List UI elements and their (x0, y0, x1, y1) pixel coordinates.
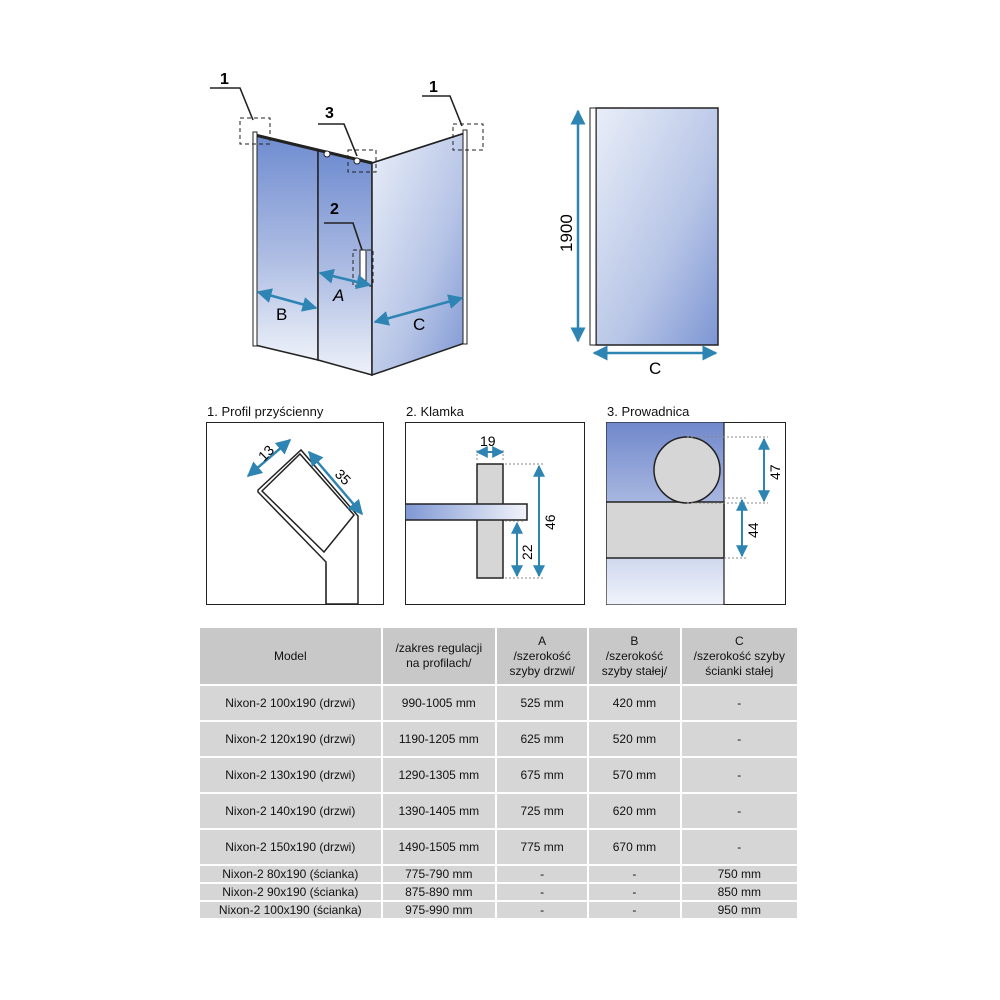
cell-b: - (589, 866, 680, 882)
dim-label-c-elevation: C (649, 359, 661, 378)
table-row: Nixon-2 100x190 (drzwi) 990-1005 mm 525 … (200, 686, 797, 720)
callout-1-right-label: 1 (429, 79, 438, 96)
dim-label-height: 1900 (557, 214, 576, 252)
enclosure-drawing: 1 1 3 2 A B C (210, 71, 484, 377)
dim-label-44: 44 (745, 522, 761, 538)
cell-range: 1190-1205 mm (382, 722, 495, 756)
cell-c: - (681, 794, 797, 828)
cell-model: Nixon-2 80x190 (ścianka) (200, 866, 381, 882)
cell-range: 975-990 mm (382, 902, 495, 918)
detail-title-handle: 2. Klamka (406, 404, 464, 419)
cell-b: - (589, 902, 680, 918)
cell-range: 1490-1505 mm (382, 830, 495, 864)
cell-a: - (496, 884, 588, 900)
cell-range: 875-890 mm (382, 884, 495, 900)
dim-label-c: C (413, 315, 425, 334)
dim-label-46: 46 (542, 514, 558, 530)
door-glass-section (405, 503, 528, 521)
side-panel-glass-c (371, 131, 466, 377)
cell-range: 775-790 mm (382, 866, 495, 882)
cell-c: - (681, 722, 797, 756)
callout-3-label: 3 (325, 105, 334, 122)
detail-profile: 13 35 (206, 422, 384, 605)
wall-profile-left (252, 131, 258, 347)
handle (359, 249, 367, 283)
table-row: Nixon-2 80x190 (ścianka) 775-790 mm - - … (200, 866, 797, 882)
table-header-row: Model /zakres regulacji na profilach/ A … (200, 628, 797, 684)
cell-c: 750 mm (681, 866, 797, 882)
header-a: A /szerokość szyby drzwi/ (496, 628, 588, 684)
header-c: C /szerokość szyby ścianki stałej (681, 628, 797, 684)
guide-rail (606, 501, 725, 559)
cell-b: 620 mm (589, 794, 680, 828)
table-row: Nixon-2 100x190 (ścianka) 975-990 mm - -… (200, 902, 797, 918)
side-panel-glass (595, 107, 719, 346)
cell-a: 625 mm (496, 722, 588, 756)
cell-a: - (496, 866, 588, 882)
cell-b: 520 mm (589, 722, 680, 756)
cell-c: - (681, 686, 797, 720)
top-rail (254, 133, 373, 165)
table-row: Nixon-2 90x190 (ścianka) 875-890 mm - - … (200, 884, 797, 900)
table-row: Nixon-2 120x190 (drzwi) 1190-1205 mm 625… (200, 722, 797, 756)
dim-label-22: 22 (519, 544, 535, 560)
side-panel-profile (589, 107, 597, 346)
side-panel-elevation: 1900 C (557, 107, 719, 378)
callout-box-1-left (239, 117, 271, 145)
fixed-glass-b (254, 134, 319, 361)
cell-range: 990-1005 mm (382, 686, 495, 720)
cell-c: - (681, 758, 797, 792)
guide-roller (653, 436, 721, 504)
cell-c: 950 mm (681, 902, 797, 918)
cell-model: Nixon-2 90x190 (ścianka) (200, 884, 381, 900)
cell-model: Nixon-2 150x190 (drzwi) (200, 830, 381, 864)
callout-1-left-label: 1 (220, 71, 229, 88)
cell-a: 525 mm (496, 686, 588, 720)
cell-a: - (496, 902, 588, 918)
table-row: Nixon-2 130x190 (drzwi) 1290-1305 mm 675… (200, 758, 797, 792)
header-b: B /szerokość szyby stałej/ (589, 628, 680, 684)
roller (323, 150, 331, 158)
spec-table: Model /zakres regulacji na profilach/ A … (198, 626, 799, 920)
cell-a: 775 mm (496, 830, 588, 864)
roller (353, 157, 361, 165)
header-range: /zakres regulacji na profilach/ (382, 628, 495, 684)
cell-c: 850 mm (681, 884, 797, 900)
detail-title-guide: 3. Prowadnica (607, 404, 690, 419)
handle-bar (476, 463, 504, 579)
callout-2-label: 2 (330, 201, 339, 218)
table-row: Nixon-2 150x190 (drzwi) 1490-1505 mm 775… (200, 830, 797, 864)
wall-profile-right (462, 129, 468, 345)
dim-label-19: 19 (480, 433, 496, 449)
table-row: Nixon-2 140x190 (drzwi) 1390-1405 mm 725… (200, 794, 797, 828)
cell-c: - (681, 830, 797, 864)
cell-b: - (589, 884, 680, 900)
cell-b: 670 mm (589, 830, 680, 864)
callout-box-3 (347, 149, 377, 173)
detail-title-profile: 1. Profil przyścienny (207, 404, 324, 419)
cell-model: Nixon-2 130x190 (drzwi) (200, 758, 381, 792)
cell-model: Nixon-2 140x190 (drzwi) (200, 794, 381, 828)
cell-b: 570 mm (589, 758, 680, 792)
header-model: Model (200, 628, 381, 684)
cell-model: Nixon-2 100x190 (drzwi) (200, 686, 381, 720)
callout-box-1-right (452, 123, 484, 151)
cell-b: 420 mm (589, 686, 680, 720)
cell-a: 675 mm (496, 758, 588, 792)
cell-model: Nixon-2 100x190 (ścianka) (200, 902, 381, 918)
dim-label-a: A (332, 286, 344, 305)
cell-range: 1390-1405 mm (382, 794, 495, 828)
cell-model: Nixon-2 120x190 (drzwi) (200, 722, 381, 756)
cell-range: 1290-1305 mm (382, 758, 495, 792)
cell-a: 725 mm (496, 794, 588, 828)
dim-label-b: B (276, 305, 287, 324)
detail-guide: 47 44 (606, 422, 786, 605)
detail-handle: 19 46 22 (405, 422, 585, 605)
dim-label-47: 47 (767, 464, 783, 480)
